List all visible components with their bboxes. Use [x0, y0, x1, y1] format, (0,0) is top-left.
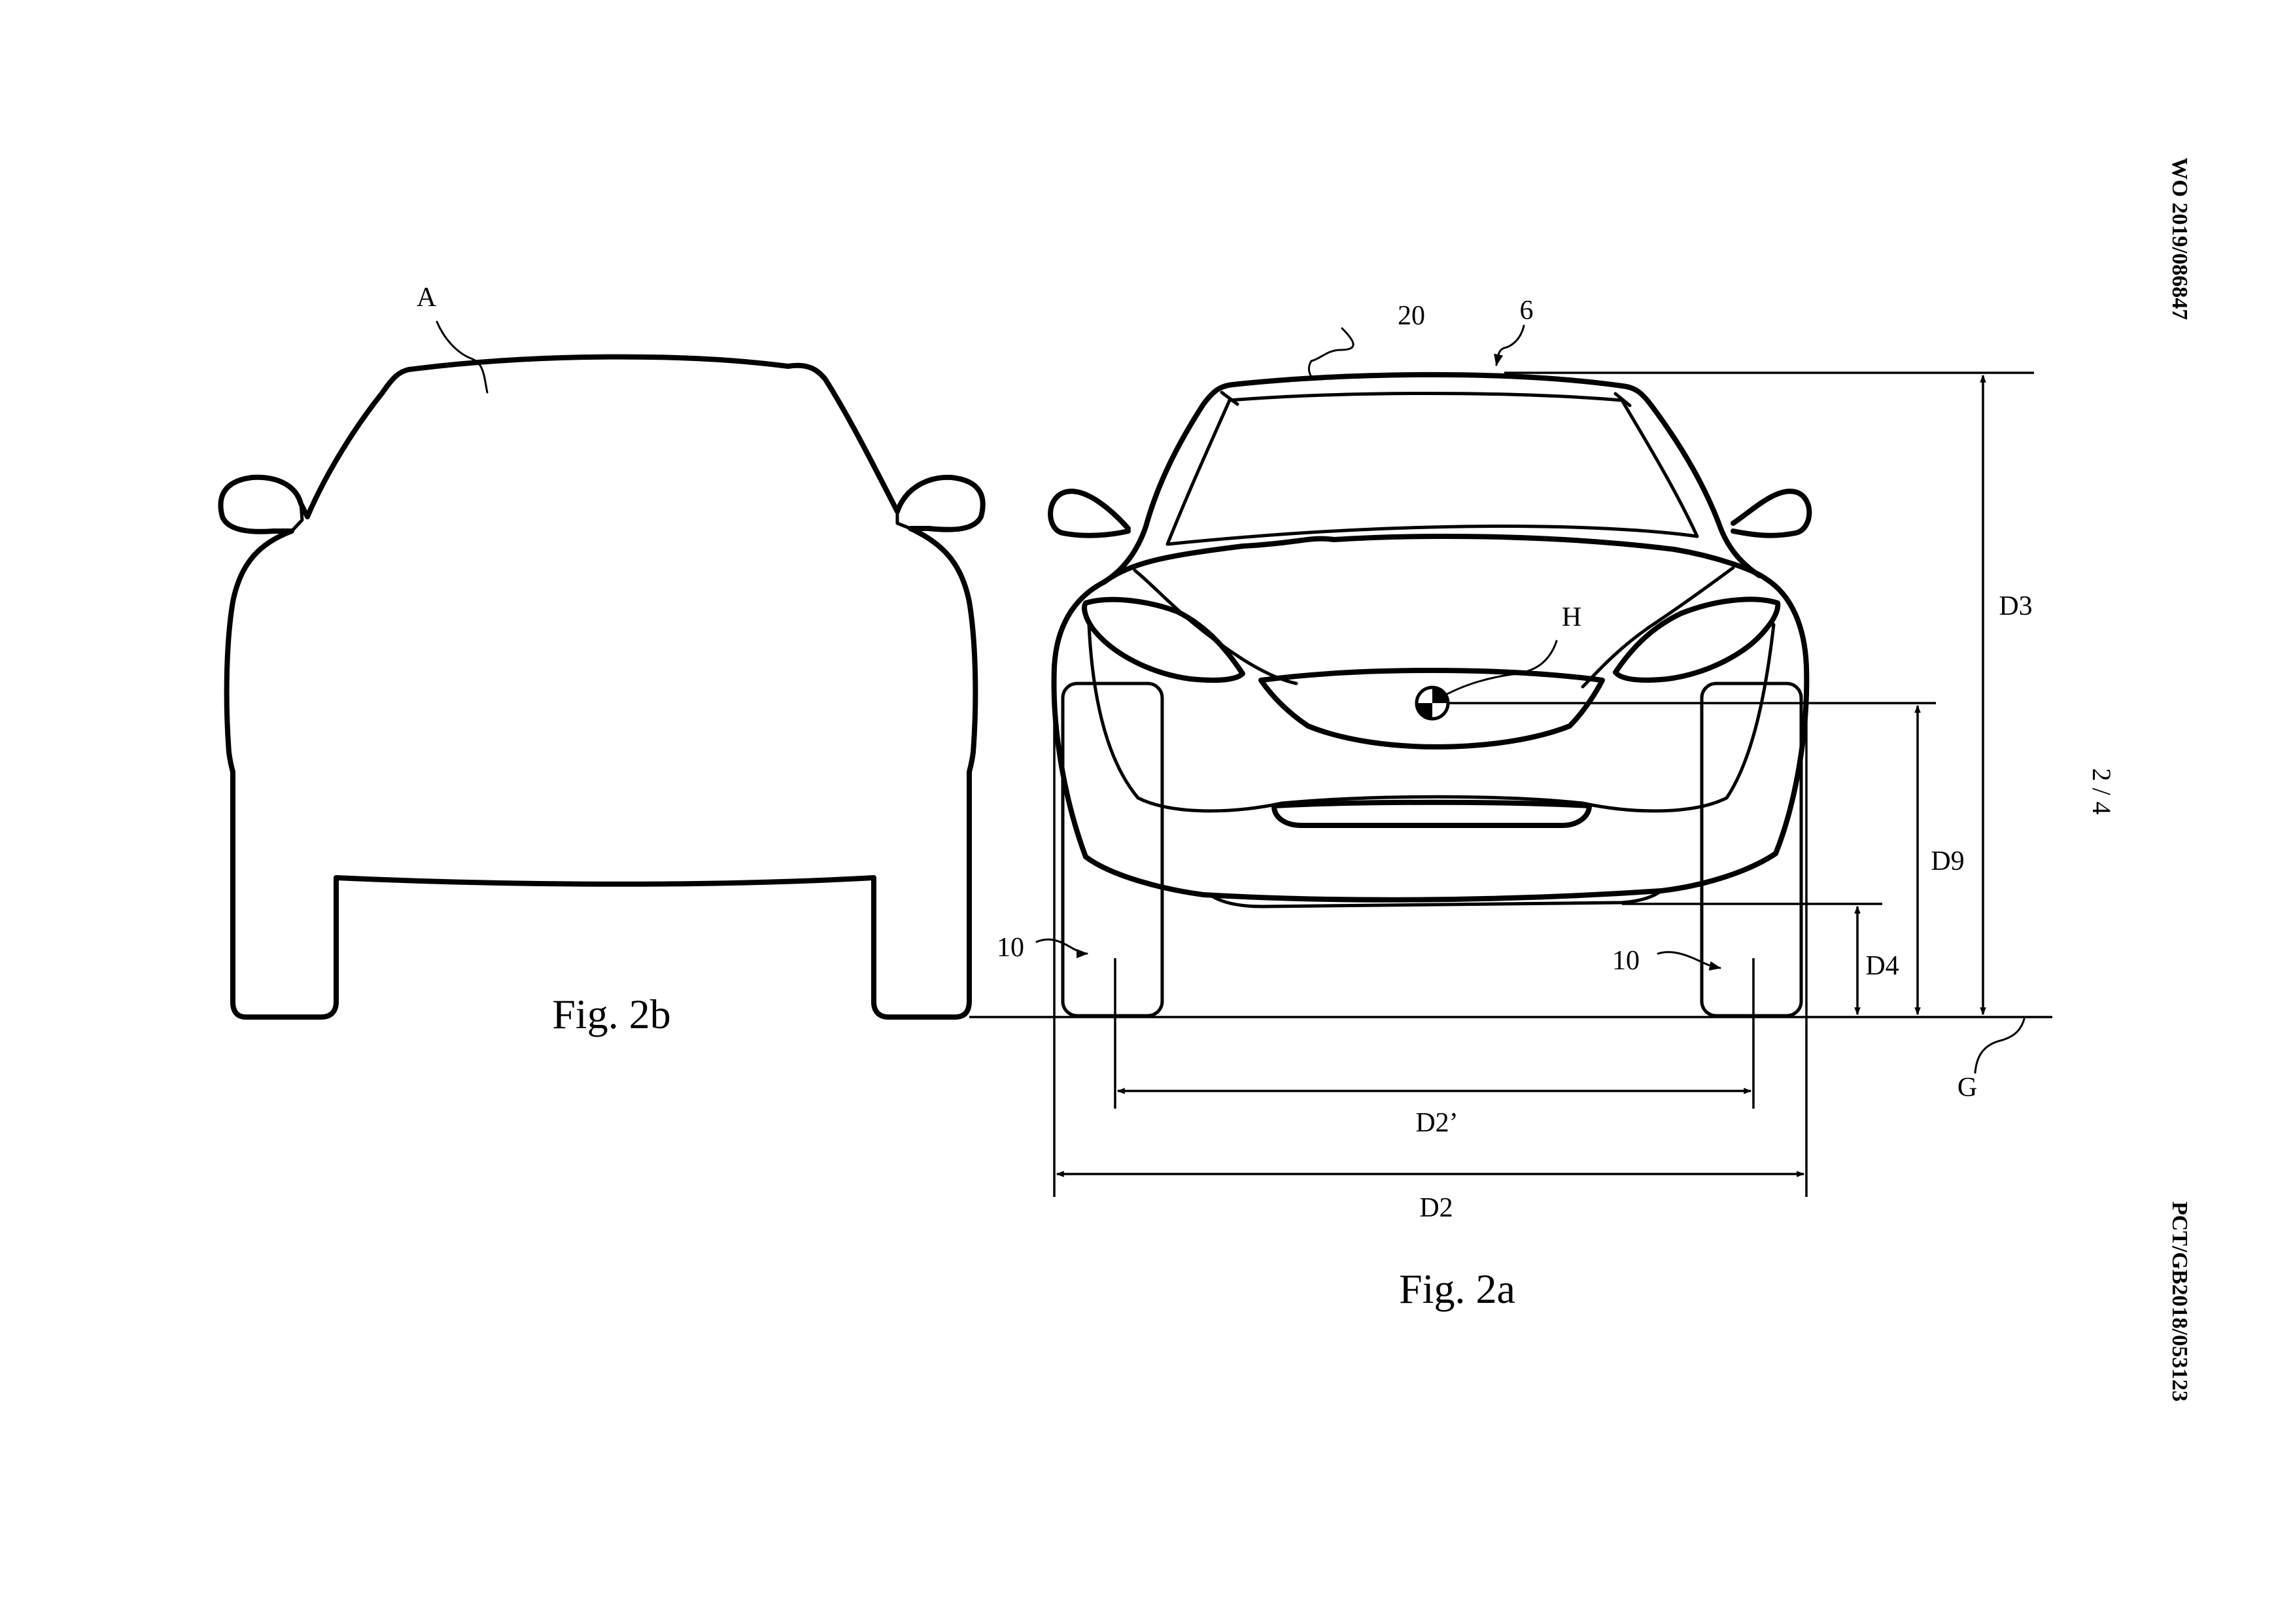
- label-g: G: [1957, 1073, 1977, 1103]
- fig2a-pillar-right: [1619, 383, 1762, 578]
- leader-20: [1307, 327, 1354, 379]
- fig2a-dimensions: D3 D9 D4 D2’ D2 20 6 H 10 10 G: [969, 296, 2052, 1312]
- label-d3: D3: [1999, 591, 2032, 621]
- fig2a-wheel-left: [1061, 682, 1164, 1018]
- fig2a-headlight-right: [1613, 596, 1781, 683]
- fig2a-splitter: [1208, 889, 1663, 908]
- fig2b-label-a: A: [417, 283, 437, 313]
- fig2b-outline: [218, 354, 986, 1020]
- fig2a-mirror-left: [1048, 489, 1131, 538]
- fig2a-bumper-curve-left: [1087, 623, 1284, 813]
- fig2a-bumper-curve-right: [1581, 623, 1776, 813]
- label-h: H: [1562, 602, 1581, 632]
- fig2a-pillar-left: [1101, 382, 1235, 585]
- fig2a-bumper-crease: [1280, 795, 1585, 805]
- publication-number: WO 2019/086847: [2167, 158, 2192, 320]
- fig2b-mirror-left-notch: [290, 502, 304, 533]
- fig2a-lower-intake: [1271, 799, 1592, 828]
- label-d2-prime: D2’: [1415, 1108, 1458, 1138]
- fig2b-mirror-right-notch: [895, 510, 912, 530]
- fig2a-caption: Fig. 2a: [1399, 1266, 1515, 1312]
- fig2a-wheel-right: [1700, 682, 1803, 1018]
- fig2a-body-left: [1051, 579, 1206, 897]
- fig2a-car: [1048, 371, 1812, 1018]
- label-20: 20: [1398, 301, 1425, 331]
- fig2a-hood: [1101, 534, 1768, 585]
- fig2b-caption: Fig. 2b: [552, 991, 670, 1037]
- leader-g: [1974, 1018, 2026, 1074]
- fig2a-headlight-left: [1082, 596, 1245, 683]
- fig2a-hood-crease-left: [1133, 568, 1298, 685]
- fig2a-windscreen: [1165, 392, 1699, 546]
- fig2a-point-h: [1415, 685, 1450, 721]
- fig2a-grille: [1258, 668, 1605, 750]
- fig2b-silhouette: A Fig. 2b: [218, 283, 986, 1037]
- leader-10-right: [1657, 951, 1721, 971]
- application-number: PCT/GB2018/053123: [2167, 1201, 2192, 1402]
- label-10-right: 10: [1612, 946, 1640, 976]
- label-d2: D2: [1419, 1193, 1453, 1223]
- fig2a-hood-crease-right: [1581, 566, 1735, 689]
- fig2b-leader-a: [436, 320, 489, 394]
- leader-6: [1494, 324, 1525, 366]
- label-6: 6: [1520, 296, 1534, 326]
- fig2a-body-right: [1659, 576, 1810, 893]
- sheet-number: 2 / 4: [2087, 768, 2116, 814]
- leader-10-left: [1035, 938, 1088, 959]
- leader-h: [1438, 640, 1558, 700]
- label-d9: D9: [1931, 846, 1964, 876]
- fig2a-mirror-right: [1731, 489, 1812, 538]
- fig2a-roof: [1230, 371, 1625, 389]
- fig2a-windscreen-top: [1220, 390, 1632, 407]
- fig2a-bumper-bottom: [1201, 888, 1664, 903]
- label-10-left: 10: [997, 933, 1024, 963]
- label-d4: D4: [1865, 951, 1899, 981]
